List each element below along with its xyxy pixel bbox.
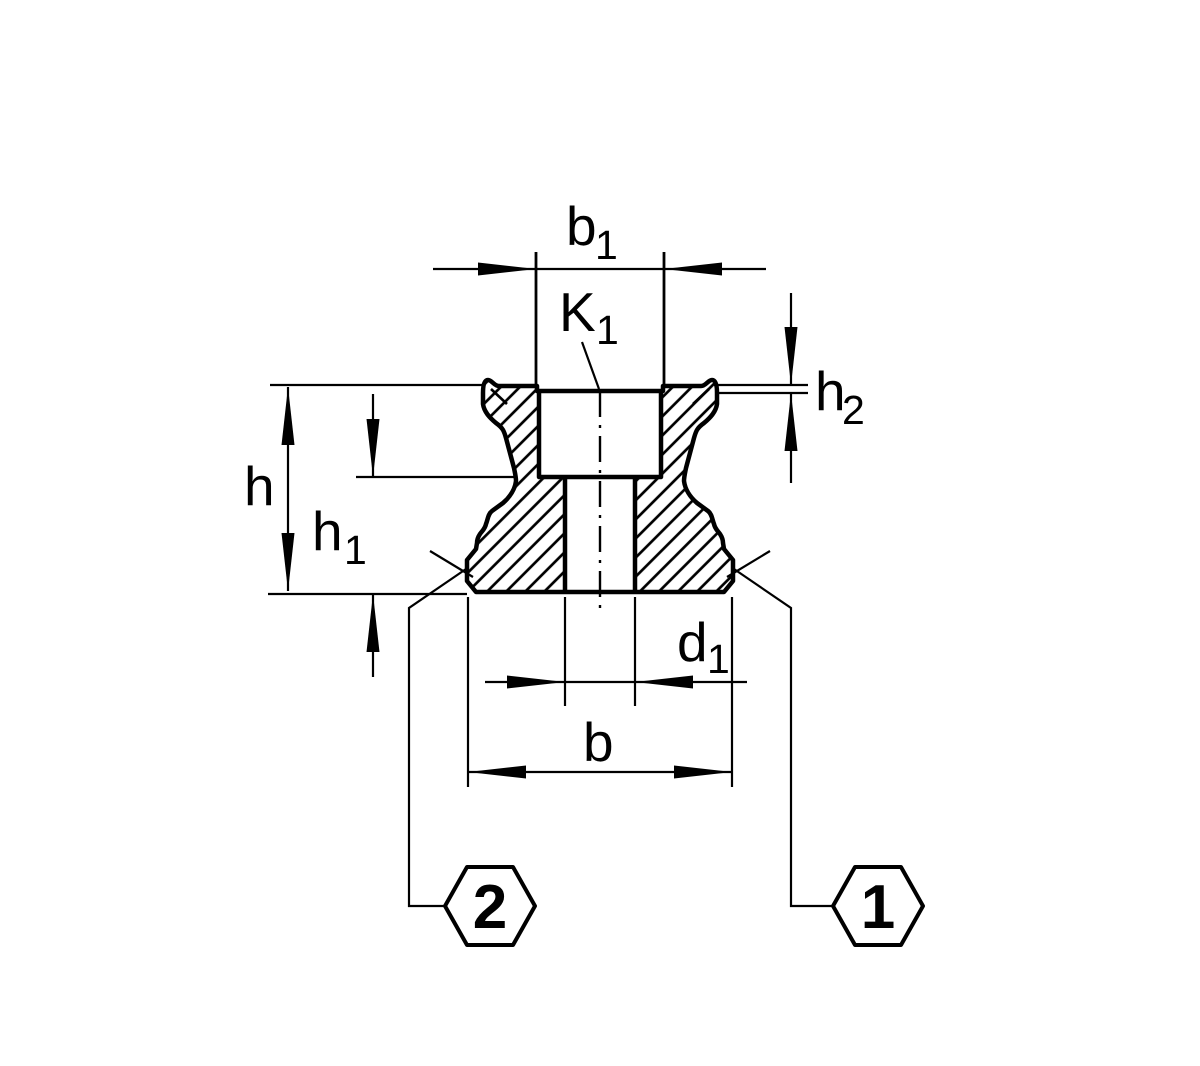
h-arrow-bottom	[281, 533, 295, 591]
dimension-b1: b 1	[433, 195, 766, 386]
callout-2-tick	[429, 550, 474, 578]
d1-arrow-right	[635, 675, 693, 689]
callout-2-leader	[407, 568, 467, 908]
rail-section-profile	[464, 377, 736, 595]
callout-2-hexagon	[443, 865, 537, 947]
callout-1-leader	[733, 568, 833, 908]
dimension-b: b	[466, 597, 734, 787]
callout-1: 1	[726, 550, 925, 947]
b-arrow-left	[468, 765, 526, 779]
top-edge-chamfer-left	[490, 388, 508, 405]
dimension-h: h	[244, 383, 484, 596]
label-K1: K 1	[559, 281, 619, 390]
b1-arrow-left	[478, 262, 536, 276]
d1-label: d	[677, 611, 708, 673]
top-edge-chamfer-right	[692, 388, 710, 405]
dimension-h2: h 2	[714, 293, 865, 483]
h2-label-subscript: 2	[842, 387, 865, 433]
h1-arrow-lower	[366, 594, 380, 652]
b1-arrow-right	[664, 262, 722, 276]
callout-2-number: 2	[473, 873, 507, 942]
h2-arrow-lower	[784, 393, 798, 451]
dimension-h1: h 1	[312, 394, 515, 677]
dimension-d1: d 1	[485, 597, 747, 706]
rail-section	[464, 377, 736, 612]
b1-label-subscript: 1	[595, 222, 618, 268]
callout-2: 2	[407, 550, 537, 947]
d1-label-subscript: 1	[707, 636, 730, 682]
h2-label: h	[815, 360, 846, 422]
b-arrow-right	[674, 765, 732, 779]
h1-label: h	[312, 500, 343, 562]
k1-label: K	[559, 281, 596, 343]
callout-1-hexagon	[831, 865, 925, 947]
h-arrow-top	[281, 387, 295, 445]
callout-1-number: 1	[861, 873, 895, 942]
k1-leader-line	[580, 341, 601, 390]
b1-label: b	[566, 195, 597, 257]
callout-1-tick	[726, 550, 771, 578]
d1-arrow-left	[507, 675, 565, 689]
b-label: b	[583, 711, 614, 773]
k1-label-subscript: 1	[596, 307, 619, 353]
h1-label-subscript: 1	[344, 527, 367, 573]
h2-arrow-upper	[784, 327, 798, 385]
h1-arrow-upper	[366, 419, 380, 477]
h-label: h	[244, 455, 275, 517]
